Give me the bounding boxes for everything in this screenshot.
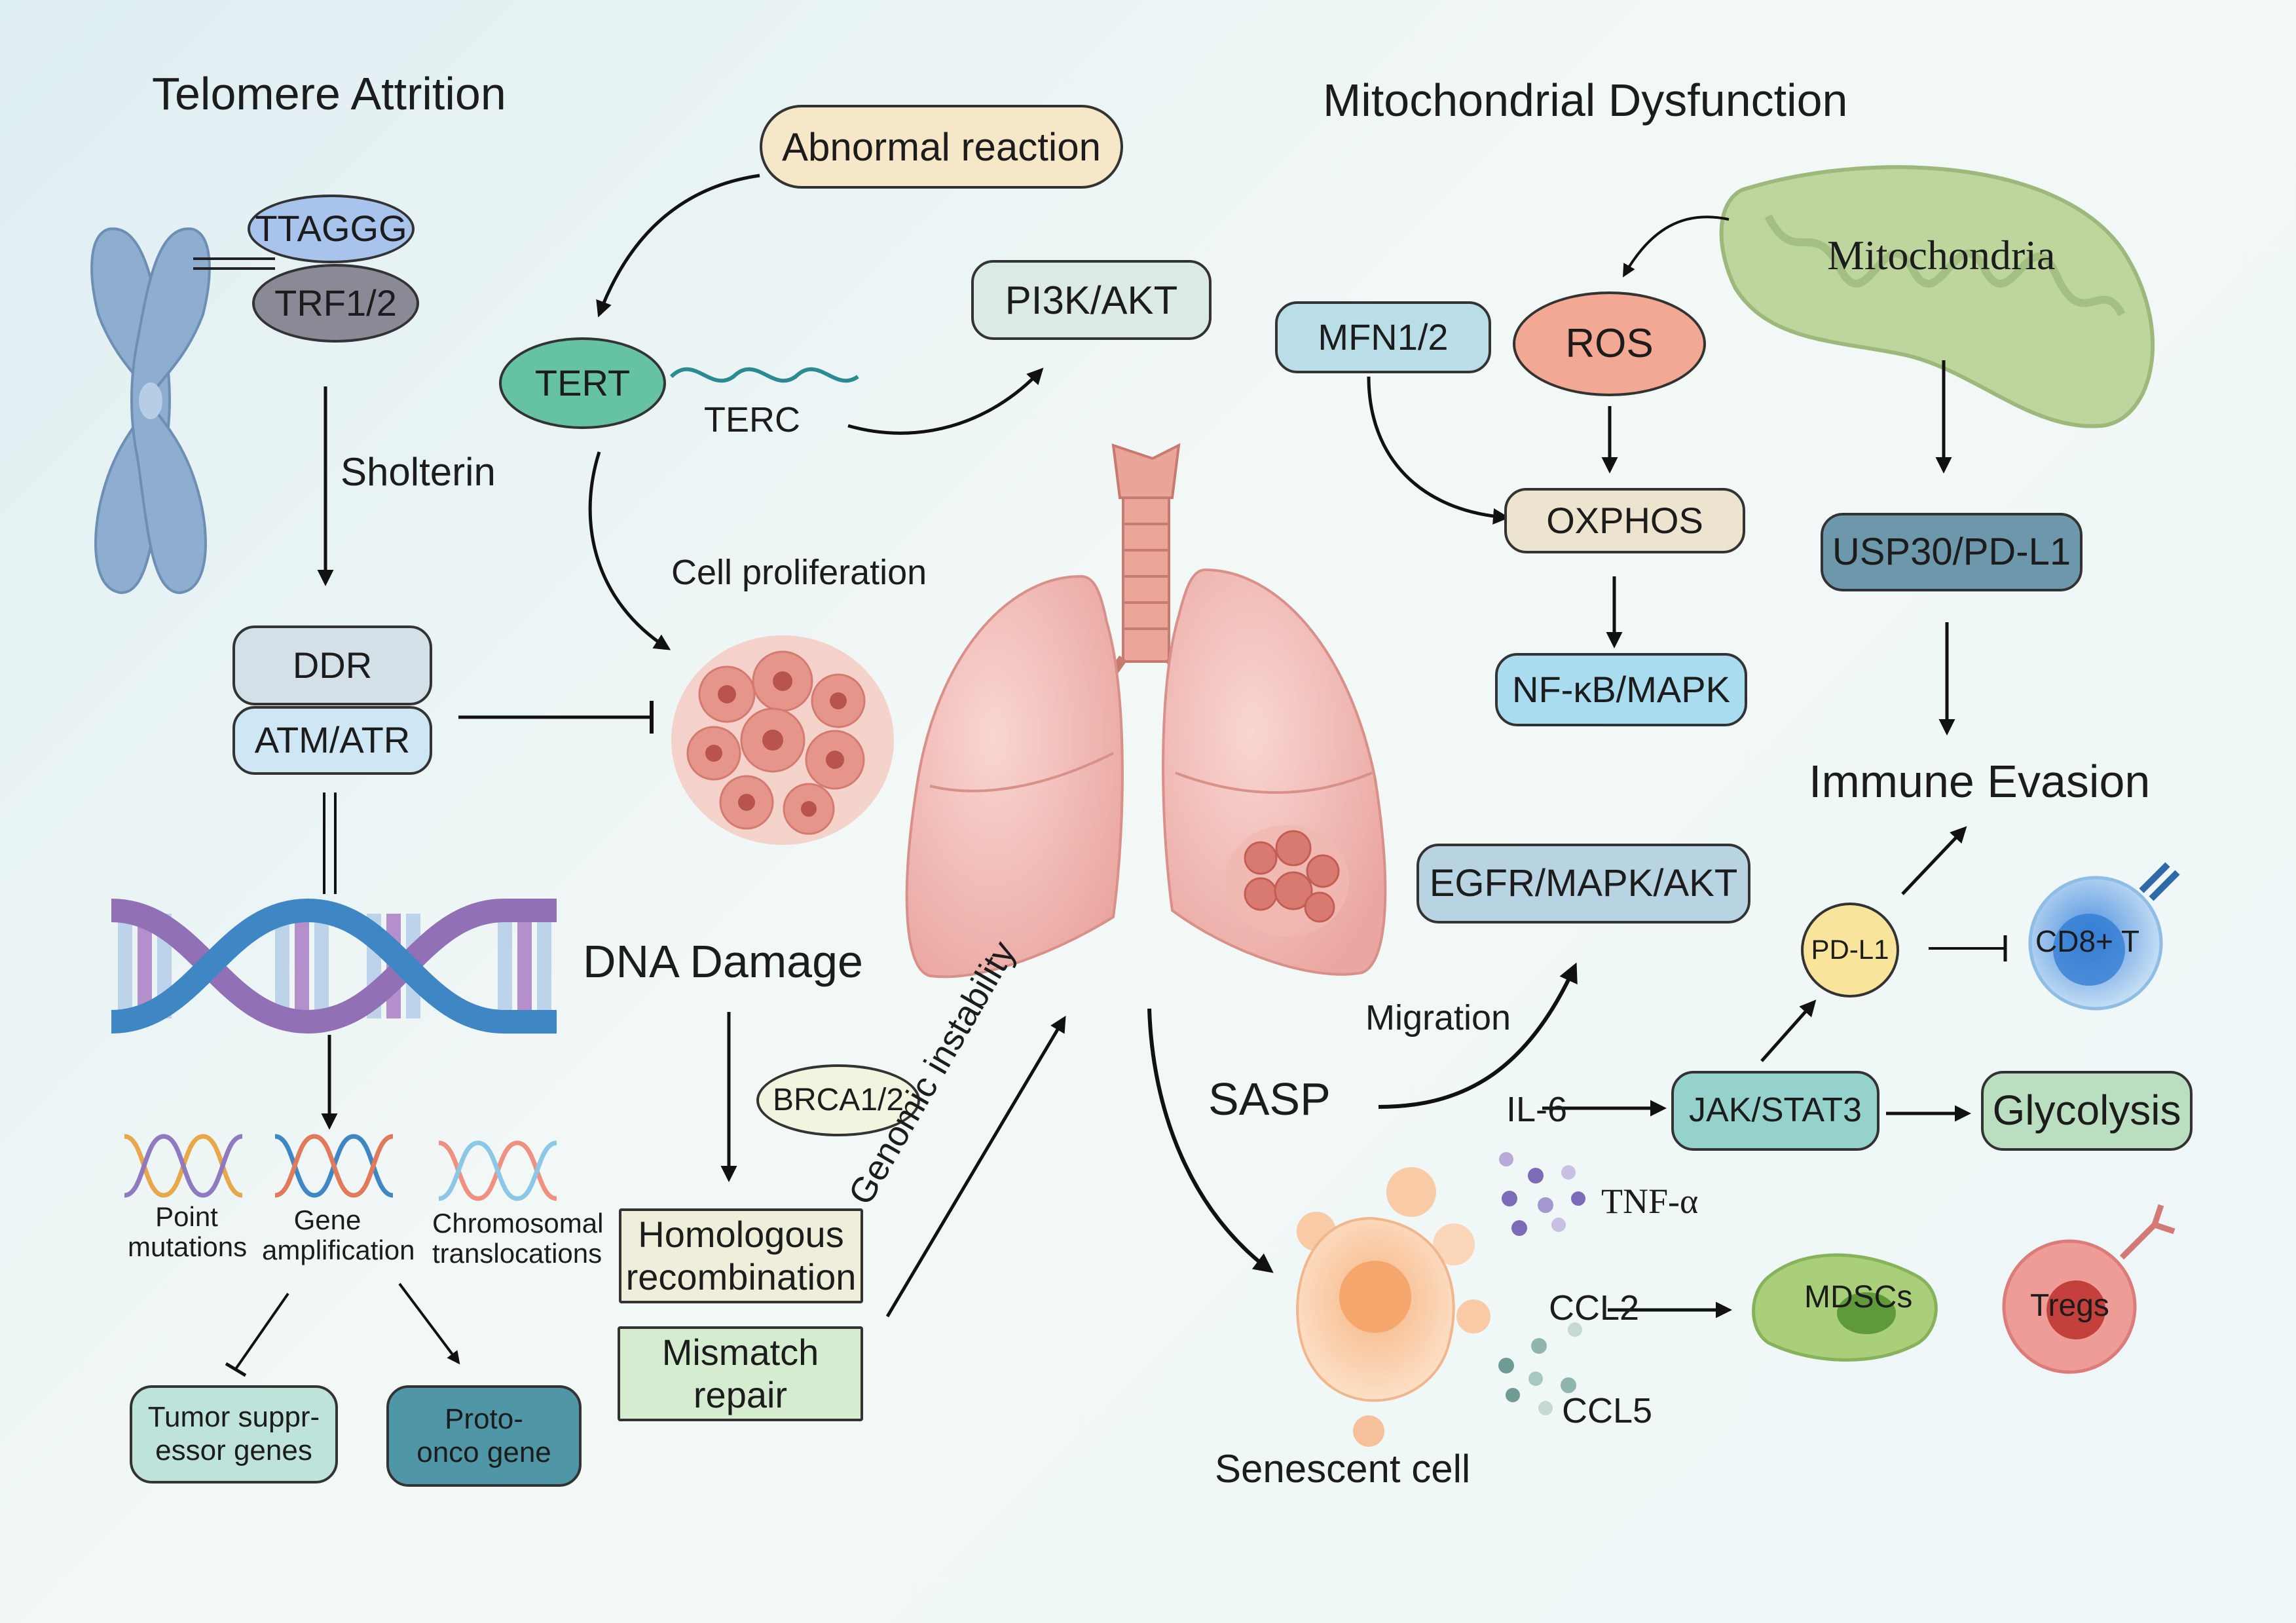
tumor-cell-cluster-icon [671, 635, 894, 845]
label-tregs: Tregs [2030, 1288, 2109, 1323]
label-chromosomal-translocations: Chromosomal translocations [432, 1208, 604, 1269]
arrow-sasp-egfr [1378, 962, 1578, 1109]
arrow-terc-pi3k [847, 367, 1044, 435]
node-homologous-recombination: Homologous recombination [619, 1208, 863, 1303]
node-abnormal-reaction: Abnormal reaction [760, 105, 1123, 189]
node-egfr-mapk-akt: EGFR/MAPK/AKT [1416, 844, 1750, 923]
node-mismatch-repair: Mismatch repair [618, 1326, 863, 1421]
title-mitochondrial-dysfunction: Mitochondrial Dysfunction [1323, 75, 1848, 126]
node-tumor-suppressor-genes: Tumor suppr- essor genes [130, 1385, 338, 1483]
node-tert: TERT [499, 337, 666, 429]
node-ttaggg: TTAGGG [248, 195, 415, 263]
node-jak-stat3: JAK/STAT3 [1671, 1071, 1879, 1151]
node-brca1-2: BRCA1/2 [756, 1064, 920, 1136]
label-cell-proliferation: Cell proliferation [671, 553, 927, 592]
cd8-t-cell-icon [2028, 862, 2180, 1011]
label-gene-amplification: Gene amplification [262, 1204, 415, 1266]
dna-helix-icon [111, 898, 557, 1034]
label-mitochondria: Mitochondria [1827, 232, 2056, 278]
label-terc: TERC [704, 400, 800, 439]
node-atm-atr: ATM/ATR [232, 706, 432, 775]
title-telomere-attrition: Telomere Attrition [152, 68, 506, 119]
label-shelterin: Sholterin [341, 450, 496, 494]
arrow-genomic-instability [885, 1015, 1066, 1318]
treg-cell-icon [2002, 1204, 2176, 1374]
inhibit-bar [225, 1362, 247, 1377]
node-nf-kb-mapk: NF-κB/MAPK [1495, 653, 1747, 726]
node-glycolysis: Glycolysis [1981, 1071, 2193, 1151]
label-point-mutations: Point mutations [128, 1201, 248, 1263]
arrow-jak-pdl1 [1760, 999, 1817, 1062]
label-migration: Migration [1365, 998, 1511, 1037]
gene-amplification-dna-icon [274, 1134, 394, 1198]
label-mdscs: MDSCs [1804, 1280, 1913, 1315]
terc-rna-strand [669, 367, 859, 383]
arrow-proto-onco [398, 1282, 460, 1365]
translocation-dna-icon [438, 1140, 557, 1201]
arrow-mfn-oxphos [1367, 376, 1509, 525]
point-mutation-dna-icon [124, 1134, 243, 1198]
mdsc-cell-icon [1752, 1253, 1938, 1362]
label-sasp: SASP [1208, 1073, 1331, 1125]
label-cd8-t: CD8+ T [2035, 924, 2139, 958]
label-ccl2: CCL2 [1549, 1288, 1640, 1328]
label-senescent-cell: Senescent cell [1215, 1447, 1471, 1491]
label-ccl5: CCL5 [1562, 1391, 1653, 1430]
mitochondria-icon [1719, 165, 2155, 428]
arrow-lung-senescent [1147, 1008, 1274, 1273]
node-usp30-pd-l1: USP30/PD-L1 [1821, 513, 2083, 591]
title-immune-evasion: Immune Evasion [1809, 756, 2151, 807]
node-ddr: DDR [232, 625, 432, 705]
label-il-6: IL-6 [1506, 1090, 1568, 1129]
title-dna-damage: DNA Damage [583, 936, 863, 987]
senescent-cell-icon [1296, 1167, 1491, 1447]
cytokine-particles-icon [1498, 1152, 1585, 1415]
node-pd-l1: PD-L1 [1801, 903, 1899, 998]
lung-tumor-icon [1225, 825, 1349, 937]
node-ros: ROS [1513, 291, 1706, 396]
inhibit-line-tumor [234, 1292, 289, 1370]
node-oxphos: OXPHOS [1504, 488, 1745, 553]
node-proto-onco-gene: Proto-onco gene [386, 1385, 582, 1487]
label-tnf-alpha: TNF-α [1601, 1182, 1699, 1221]
chromosome-icon [90, 227, 211, 595]
node-mfn1-2: MFN1/2 [1275, 301, 1491, 373]
arrow-mito-ros [1623, 215, 1730, 278]
node-pi3k-akt: PI3K/AKT [971, 260, 1212, 340]
lung-icon [905, 443, 1387, 979]
arrow-tert-proliferation [588, 451, 671, 650]
node-trf1-2: TRF1/2 [252, 264, 419, 343]
arrow-pdl1-immune [1901, 826, 1967, 895]
arrow-abnormal-tert [596, 174, 760, 318]
